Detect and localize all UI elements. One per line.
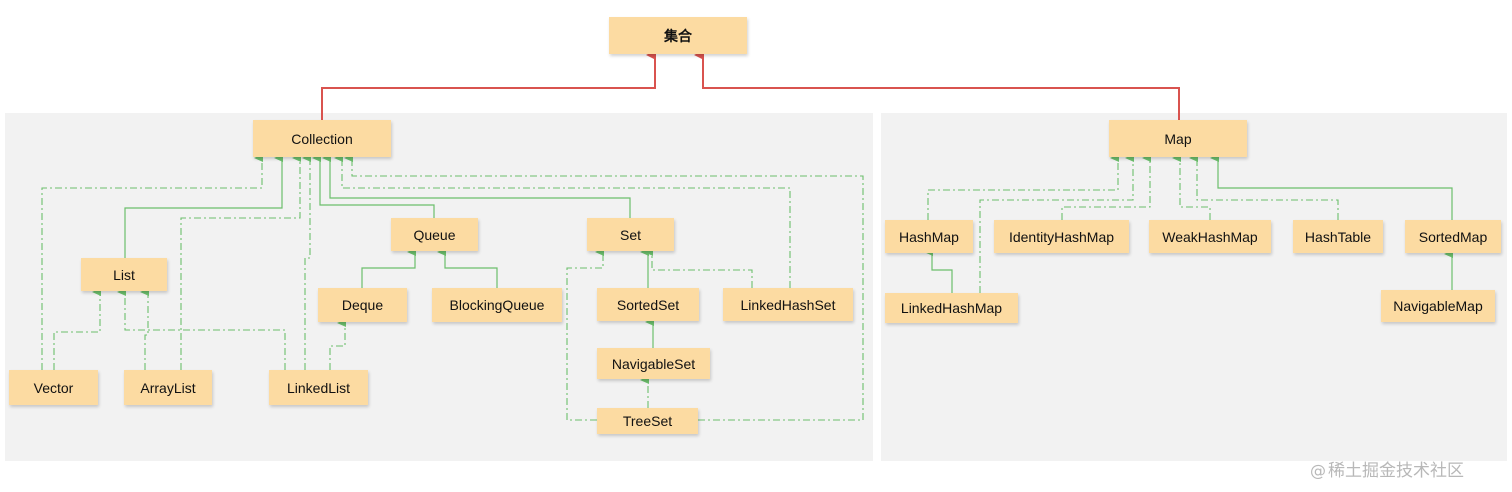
node-queue: Queue [391, 218, 478, 251]
weakhashmap-to-map-line [1172, 154, 1211, 220]
blockingqueue-to-queue-line [437, 248, 498, 288]
node-hashmap: HashMap [885, 220, 973, 253]
node-set: Set [587, 218, 674, 251]
solid-links [124, 154, 1453, 348]
treeset-to-collection-line [344, 154, 864, 421]
node-blockingqueue: BlockingQueue [432, 288, 562, 322]
watermark: @稀土掘金技术社区 [1310, 456, 1464, 481]
node-sortedset: SortedSet [597, 288, 699, 321]
node-collection: Collection [253, 120, 391, 157]
node-list: List [81, 258, 167, 291]
at-icon: @ [1310, 461, 1326, 480]
list-to-collection-line [124, 154, 283, 258]
vector-to-collection-line [41, 154, 263, 370]
identityhashmap-to-map-line [1061, 154, 1151, 220]
arraylist-to-collection-line [180, 154, 301, 370]
map-to-root-line [694, 50, 1180, 120]
node-weakhashmap: WeakHashMap [1149, 220, 1271, 253]
hashtable-to-map-line [1189, 154, 1339, 220]
node-linkedhashset: LinkedHashSet [723, 288, 853, 321]
collection-to-root-line [321, 50, 656, 120]
map-panel [881, 113, 1507, 461]
sortedmap-to-map-line [1210, 154, 1453, 220]
vector-to-list-line [53, 288, 101, 370]
queue-to-collection-line [312, 154, 435, 218]
set-to-collection-line [322, 154, 631, 218]
node-linkedhashmap: LinkedHashMap [885, 293, 1018, 323]
node-vector: Vector [9, 370, 98, 405]
node-navigablemap: NavigableMap [1381, 290, 1495, 322]
node-hashtable: HashTable [1293, 220, 1383, 253]
treeset-to-set-line [566, 248, 604, 421]
deque-to-queue-line [361, 248, 416, 288]
linkedlist-to-collection-line [302, 154, 311, 370]
node-map: Map [1109, 120, 1247, 157]
node-deque: Deque [318, 288, 407, 322]
linkedhashmap-to-hashmap-line [924, 248, 953, 293]
node-identityhashmap: IdentityHashMap [994, 220, 1129, 253]
linkedhashset-to-set-line [644, 248, 753, 288]
node-treeset: TreeSet [597, 408, 698, 434]
linkedlist-to-deque-line [329, 319, 346, 370]
node-navigableset: NavigableSet [597, 348, 710, 379]
hashmap-to-map-line [927, 154, 1119, 220]
node-arraylist: ArrayList [124, 370, 212, 405]
linkedlist-to-list-line [117, 288, 286, 370]
watermark-text: 稀土掘金技术社区 [1328, 461, 1464, 481]
node-root: 集合 [609, 17, 747, 54]
dashed-links [41, 154, 1339, 421]
node-linkedlist: LinkedList [269, 370, 368, 405]
arraylist-to-list-line [140, 288, 149, 370]
root-links [321, 50, 1180, 120]
node-sortedmap: SortedMap [1405, 220, 1501, 253]
linkedhashset-to-collection-line [334, 154, 791, 288]
linkedhashmap-to-map-line [979, 154, 1134, 293]
